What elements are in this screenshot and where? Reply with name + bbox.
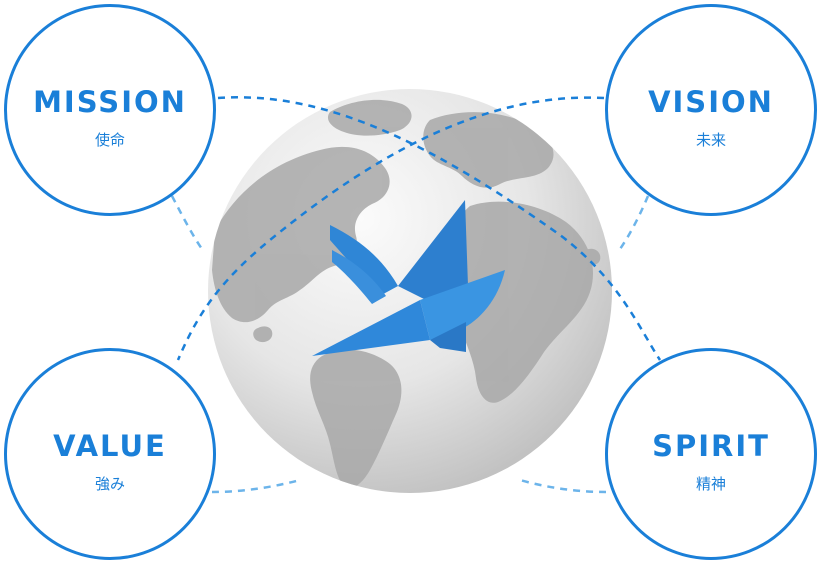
continent-greenland <box>327 99 412 136</box>
continent-north-america <box>212 146 390 323</box>
island <box>586 248 601 265</box>
connector-vision-value <box>176 96 605 361</box>
island <box>253 326 273 343</box>
mission-node: MISSION 使命 <box>4 4 216 216</box>
connector-spirit-bottom <box>519 478 607 494</box>
connector-lines <box>170 96 662 494</box>
value-node: VALUE 強み <box>4 348 216 560</box>
spirit-subtitle: 精神 <box>695 475 726 493</box>
continent-europe <box>423 112 554 188</box>
value-subtitle: 強み <box>94 475 125 493</box>
vision-subtitle: 未来 <box>695 131 726 149</box>
connector-mission-value <box>170 195 206 253</box>
mission-subtitle: 使命 <box>94 131 125 149</box>
spirit-title: SPIRIT <box>652 429 770 463</box>
continent-south-america <box>310 349 402 489</box>
continent-africa <box>443 201 593 403</box>
vision-node: VISION 未来 <box>605 4 817 216</box>
connector-vision-spirit <box>616 195 650 253</box>
bird-wings-logo-icon <box>312 200 505 356</box>
connector-value-bottom <box>211 478 301 494</box>
connector-mission-spirit <box>217 96 662 361</box>
value-title: VALUE <box>53 429 167 463</box>
spirit-node: SPIRIT 精神 <box>605 348 817 560</box>
mission-title: MISSION <box>33 85 187 119</box>
vision-title: VISION <box>648 85 774 119</box>
